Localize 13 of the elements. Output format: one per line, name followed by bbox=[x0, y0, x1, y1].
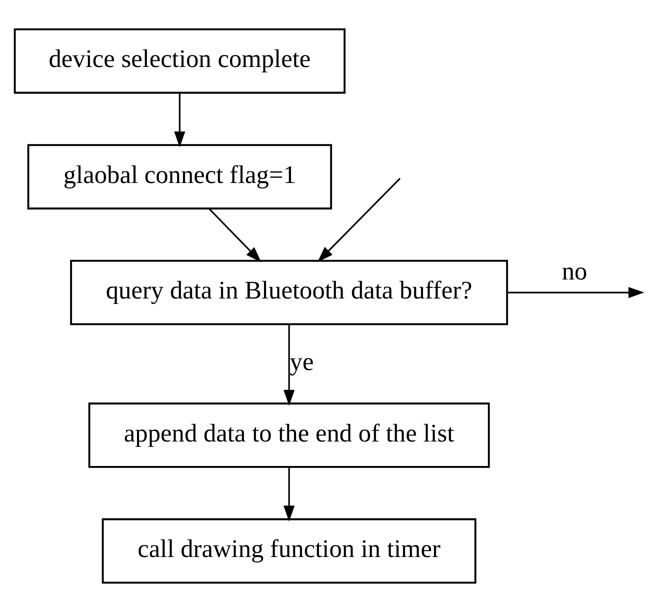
node-box: glaobal connect flag=1 bbox=[27, 144, 332, 210]
node-box: device selection complete bbox=[14, 28, 346, 94]
node-box: call drawing function in timer bbox=[102, 518, 476, 584]
arrow bbox=[507, 286, 644, 298]
arrow bbox=[174, 92, 186, 148]
arrow bbox=[208, 208, 262, 262]
edge-label: no bbox=[562, 258, 588, 286]
edge-label: ye bbox=[290, 348, 314, 376]
arrow bbox=[317, 178, 401, 262]
arrow bbox=[284, 324, 295, 406]
node-box: append data to the end of the list bbox=[88, 402, 490, 468]
node-box: query data in Bluetooth data buffer? bbox=[70, 260, 508, 326]
arrow bbox=[284, 466, 295, 522]
